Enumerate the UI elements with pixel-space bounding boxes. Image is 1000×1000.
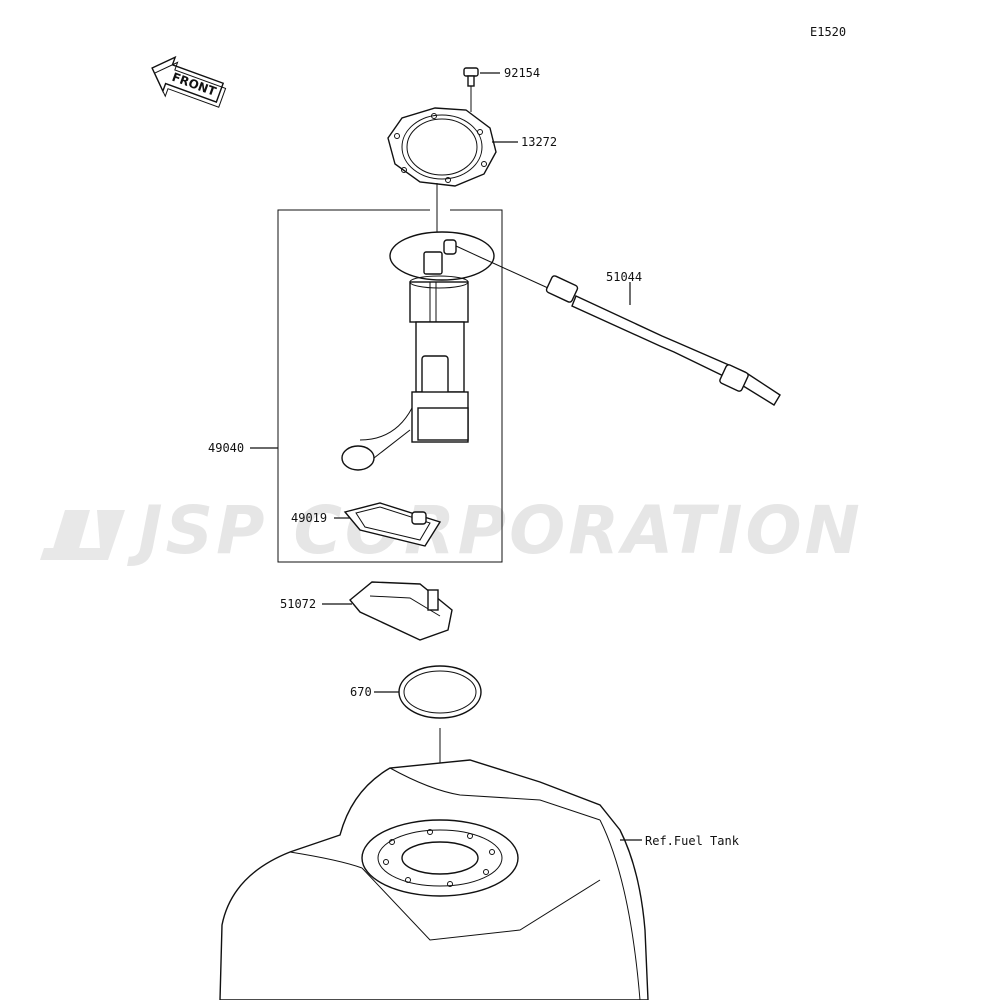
fuel-pump-part [341,231,495,471]
filter-part [334,502,442,547]
watermark-logo [40,510,125,560]
watermark: JSP CORPORATION [40,492,863,569]
part-label-bolt: 92154 [504,66,540,80]
hose-part [481,257,781,406]
part-label-fuel-tank: Ref.Fuel Tank [645,834,740,848]
bracket-part [322,581,453,641]
fuel-tank-part [219,759,649,1000]
gasket-part [387,107,518,187]
bolt-part [463,67,500,112]
part-label-bracket: 51072 [280,597,316,611]
part-label-hose: 51044 [606,270,642,284]
part-label-fuel-pump-assy: 49040 [208,441,244,455]
assembly-box [250,209,503,563]
watermark-text: JSP CORPORATION [127,492,863,569]
diagram-code: E1520 [810,25,846,39]
part-label-filter: 49019 [291,511,327,525]
front-arrow-icon: FRONT [151,55,227,108]
part-label-o-ring: 670 [350,685,372,699]
part-label-gasket: 13272 [521,135,557,149]
o-ring-part [374,665,482,719]
